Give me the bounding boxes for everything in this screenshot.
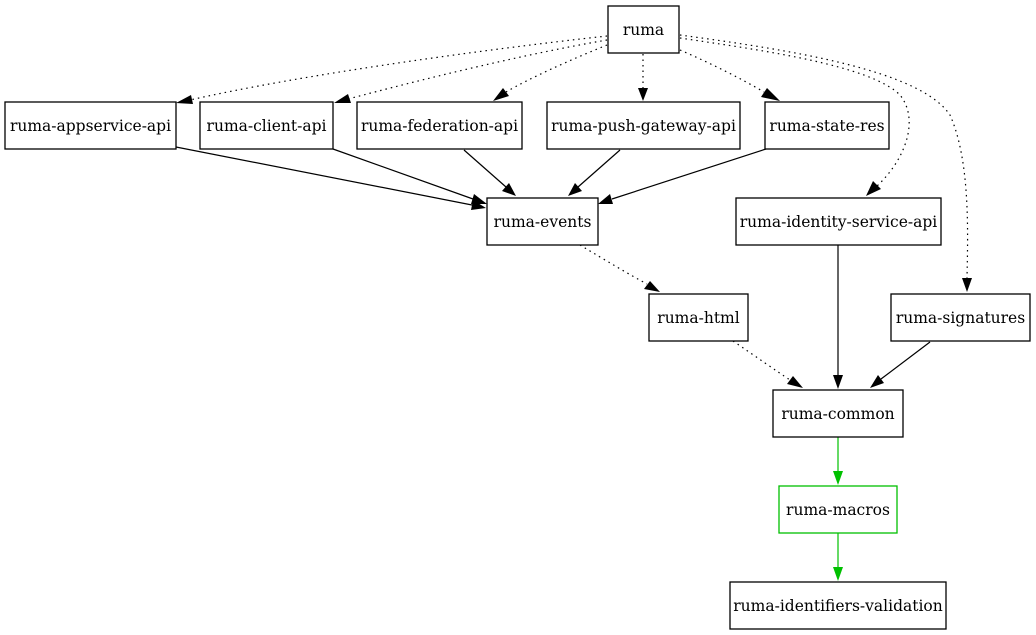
node-label: ruma-state-res	[769, 117, 884, 135]
arrowhead	[866, 181, 881, 196]
node-ruma-client-api: ruma-client-api	[199, 101, 334, 150]
nodes: ruma ruma-appservice-api ruma-client-api…	[4, 5, 1031, 630]
edge-html-to-common	[732, 340, 791, 381]
arrowhead	[334, 94, 351, 103]
node-label: ruma-signatures	[896, 309, 1025, 327]
node-ruma-appservice-api: ruma-appservice-api	[4, 101, 177, 150]
node-ruma-state-res: ruma-state-res	[764, 101, 890, 150]
arrowhead	[761, 88, 780, 101]
edge-push-gateway-to-events	[577, 149, 621, 188]
arrowhead	[833, 471, 843, 485]
edge-ruma-to-state-res	[679, 49, 765, 93]
node-label: ruma-html	[657, 309, 739, 327]
node-label: ruma-push-gateway-api	[551, 117, 736, 135]
node-ruma-html: ruma-html	[648, 293, 749, 342]
node-label: ruma-common	[781, 405, 894, 423]
arrowhead	[833, 567, 843, 581]
arrowhead	[502, 183, 516, 196]
node-label: ruma-federation-api	[361, 117, 518, 135]
node-label: ruma-identifiers-validation	[733, 597, 942, 615]
edge-client-to-events	[332, 148, 474, 200]
arrowhead	[176, 95, 193, 104]
edge-ruma-to-client	[347, 39, 608, 100]
arrowhead	[833, 375, 843, 389]
node-label: ruma-macros	[786, 501, 890, 519]
node-label: ruma-appservice-api	[10, 117, 171, 135]
node-ruma-identifiers-validation: ruma-identifiers-validation	[729, 581, 947, 630]
arrowhead	[644, 281, 660, 292]
edge-state-res-to-events	[611, 148, 767, 200]
arrowhead	[962, 278, 972, 292]
arrowhead	[471, 194, 487, 204]
arrowhead	[870, 375, 884, 388]
edges	[175, 34, 972, 581]
arrowhead	[568, 183, 582, 196]
node-ruma-events: ruma-events	[486, 197, 599, 246]
node-ruma: ruma	[607, 5, 680, 54]
arrowhead	[787, 376, 803, 388]
node-ruma-federation-api: ruma-federation-api	[356, 101, 523, 150]
node-label: ruma-events	[494, 213, 592, 231]
edge-signatures-to-common	[880, 341, 931, 380]
edge-federation-to-events	[463, 149, 507, 188]
node-ruma-push-gateway-api: ruma-push-gateway-api	[546, 101, 741, 150]
arrowhead	[493, 88, 509, 101]
node-ruma-signatures: ruma-signatures	[890, 293, 1031, 342]
edge-ruma-to-appservice	[189, 35, 608, 101]
edge-ruma-to-identity-service	[679, 37, 910, 187]
edge-appservice-to-events	[175, 146, 473, 206]
node-label: ruma-identity-service-api	[740, 213, 938, 231]
node-ruma-identity-service-api: ruma-identity-service-api	[735, 197, 942, 246]
arrowhead	[638, 88, 648, 101]
node-label: ruma	[623, 21, 664, 39]
node-label: ruma-client-api	[207, 117, 327, 135]
node-ruma-macros: ruma-macros	[778, 485, 898, 534]
edge-ruma-to-signatures	[679, 34, 969, 279]
edge-events-to-html	[579, 244, 648, 285]
node-ruma-common: ruma-common	[772, 389, 904, 438]
arrowhead	[598, 194, 613, 204]
edge-ruma-to-federation	[505, 44, 608, 93]
